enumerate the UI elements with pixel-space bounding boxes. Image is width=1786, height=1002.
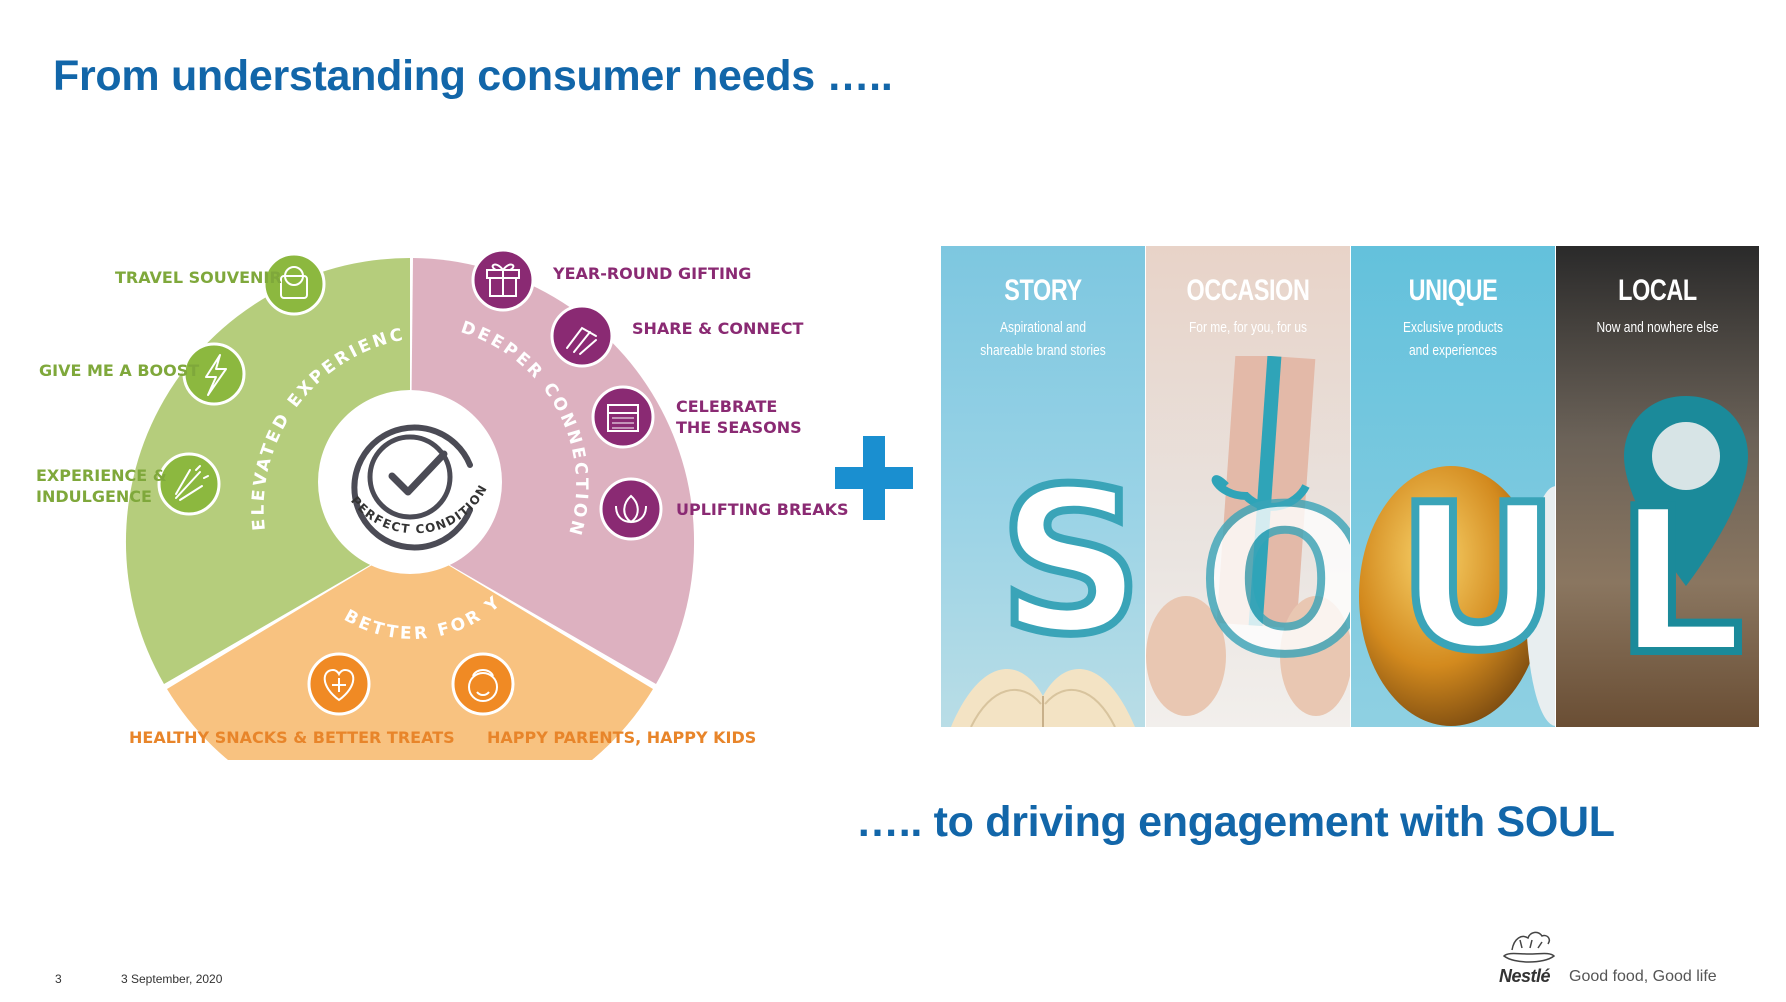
soul-panel-local: LOCAL Now and nowhere else L xyxy=(1556,246,1759,727)
calendar-icon xyxy=(591,385,655,449)
brand-name: Nestlé xyxy=(1499,966,1551,986)
need-travel-souvenir: TRAVEL SOUVENIR xyxy=(115,268,282,287)
map-pin-icon xyxy=(1624,396,1748,586)
soul-unique-sub2: and experiences xyxy=(1408,342,1498,359)
plus-icon xyxy=(835,436,913,520)
need-year-round-gifting: YEAR-ROUND GIFTING xyxy=(553,264,752,283)
nestle-nest-logo xyxy=(1502,931,1556,963)
need-happy-parents: HAPPY PARENTS, HAPPY KIDS xyxy=(487,728,757,747)
souvenir-icon xyxy=(262,252,326,316)
golden-egg-image xyxy=(1359,466,1555,726)
lotus-icon xyxy=(599,477,663,541)
check-circle-icon xyxy=(351,424,473,551)
brand-tagline: Good food, Good life xyxy=(1569,968,1717,985)
need-celebrate-line1: CELEBRATE xyxy=(676,397,778,416)
need-experience-line2: INDULGENCE xyxy=(36,487,152,506)
soul-unique-sub: Exclusive products and experiences xyxy=(1371,316,1534,362)
soul-occasion-sub1: For me, for you, for us xyxy=(1188,319,1308,336)
gift-icon xyxy=(471,248,535,312)
slide-date: 3 September, 2020 xyxy=(121,972,223,986)
need-celebrate-line2: THE SEASONS xyxy=(676,418,802,437)
soul-occasion-sub: For me, for you, for us xyxy=(1166,316,1329,339)
soul-letter-l: L xyxy=(1612,462,1747,703)
soul-panel-occasion: OCCASION For me, for you, for us O xyxy=(1146,246,1350,727)
soul-story-sub1: Aspirational and xyxy=(999,319,1087,336)
segment-better-for-you xyxy=(167,542,653,760)
need-share-connect: SHARE & CONNECT xyxy=(632,319,804,338)
consumer-needs-wheel: ELEVATED EXPERIENCES DEEPER CONNECTIONS … xyxy=(30,240,695,760)
soul-local-sub: Now and nowhere else xyxy=(1576,316,1738,339)
soul-letter-u: U xyxy=(1393,458,1555,699)
soul-story-title: STORY xyxy=(1004,274,1082,307)
child-face-icon xyxy=(451,652,515,716)
segment-deeper-connections xyxy=(410,258,695,684)
need-experience-line1: EXPERIENCE & xyxy=(36,466,167,485)
heart-plus-icon xyxy=(307,652,371,716)
slide-title: From understanding consumer needs ….. xyxy=(53,52,893,100)
need-uplifting-breaks: UPLIFTING BREAKS xyxy=(676,500,849,519)
soul-unique-title: UNIQUE xyxy=(1408,274,1498,307)
soul-occasion-title: OCCASION xyxy=(1186,274,1310,307)
slide-subtitle: ….. to driving engagement with SOUL xyxy=(856,798,1615,846)
page-number: 3 xyxy=(55,972,62,986)
soul-letter-o: O xyxy=(1196,462,1350,703)
soul-local-sub1: Now and nowhere else xyxy=(1596,319,1719,336)
gift-box-image xyxy=(1146,356,1350,716)
soul-unique-sub1: Exclusive products xyxy=(1402,319,1504,336)
lightning-icon xyxy=(182,342,246,406)
handshake-icon xyxy=(550,304,614,368)
soul-panel-unique: UNIQUE Exclusive products and experience… xyxy=(1351,246,1555,727)
open-book-image xyxy=(951,669,1135,727)
need-healthy-snacks: HEALTHY SNACKS & BETTER TREATS xyxy=(129,728,455,747)
need-give-me-a-boost: GIVE ME A BOOST xyxy=(39,361,200,380)
soul-letter-s: S xyxy=(995,442,1145,683)
soul-story-sub2: shareable brand stories xyxy=(980,342,1106,359)
soul-panel-story: STORY Aspirational and shareable brand s… xyxy=(941,246,1145,727)
soul-story-sub: Aspirational and shareable brand stories xyxy=(961,316,1124,362)
firework-icon xyxy=(157,452,221,516)
soul-local-title: LOCAL xyxy=(1618,274,1697,307)
